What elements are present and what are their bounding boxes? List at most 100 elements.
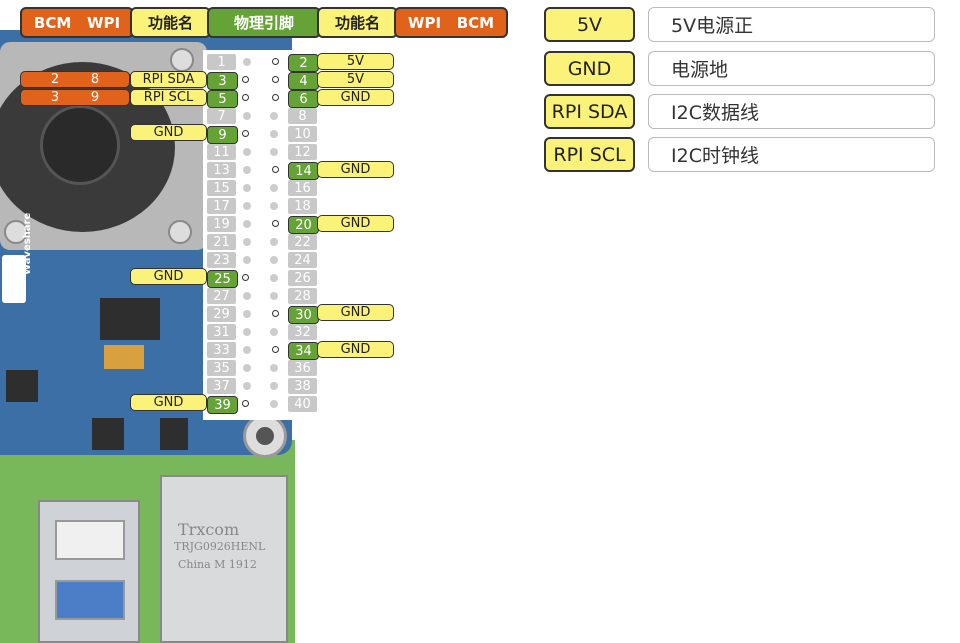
pin-21: 21 (207, 234, 236, 250)
screw (170, 48, 194, 72)
pin-23: 23 (207, 252, 236, 268)
func-pin39: GND (130, 394, 207, 411)
pin-hole-23 (243, 256, 251, 264)
pin-hole-37 (243, 382, 251, 390)
header-func-right: 功能名 (317, 7, 398, 38)
pin-hole-38 (270, 382, 278, 390)
pin-hole-16 (270, 184, 278, 192)
func-pin3: RPI SDA (130, 71, 207, 88)
pin-27: 27 (207, 288, 236, 304)
screw (168, 220, 192, 244)
pin-hole-35 (243, 364, 251, 372)
pin-hole-14 (272, 166, 279, 173)
func-pin25: GND (130, 268, 207, 285)
connector-text-1: Trxcom (178, 520, 240, 539)
pin-hole-10 (270, 130, 278, 138)
pin-1: 1 (207, 54, 236, 70)
pin-hole-32 (270, 328, 278, 336)
pin-19: 19 (207, 216, 236, 232)
pin-hole-40 (270, 400, 278, 408)
connector-text-2: TRJG0926HENL (174, 540, 266, 553)
pin-29: 29 (207, 306, 236, 322)
capacitor (104, 345, 144, 369)
mount-hole-inner (256, 427, 274, 445)
pin-hole-21 (243, 238, 251, 246)
func-pin14: GND (317, 161, 394, 178)
pin-13: 13 (207, 162, 236, 178)
header-physical-pin: 物理引脚 (207, 7, 321, 38)
func-pin20: GND (317, 215, 394, 232)
pin-37: 37 (207, 378, 236, 394)
chip (160, 418, 188, 450)
func-pin5: RPI SCL (130, 89, 207, 106)
pin-hole-24 (270, 256, 278, 264)
pin-hole-19 (243, 220, 251, 228)
pin-28: 28 (288, 288, 317, 304)
pin-hole-30 (272, 310, 279, 317)
pin-hole-15 (243, 184, 251, 192)
pin-40: 40 (288, 396, 317, 412)
pin-hole-1 (243, 58, 251, 66)
pin-hole-8 (270, 112, 278, 120)
pin-hole-9 (242, 130, 249, 137)
pin-22: 22 (288, 234, 317, 250)
pin-14: 14 (288, 162, 319, 180)
pin-hole-34 (272, 346, 279, 353)
pin-hole-22 (270, 238, 278, 246)
connector-text-3: China M 1912 (178, 558, 257, 571)
pin-39: 39 (207, 396, 238, 414)
func-pin6: GND (317, 89, 394, 106)
pin-2: 2 (288, 54, 319, 72)
pin-32: 32 (288, 324, 317, 340)
pin-hole-3 (242, 76, 249, 83)
pin-hole-25 (242, 274, 249, 281)
pin-hole-33 (243, 346, 251, 354)
pin-30: 30 (288, 306, 319, 324)
pin-36: 36 (288, 360, 317, 376)
pin-34: 34 (288, 342, 319, 360)
pin-5: 5 (207, 90, 238, 108)
pin-31: 31 (207, 324, 236, 340)
header-bcm-wpi-left: BCM WPI (20, 7, 134, 38)
legend-key-gnd: GND (544, 51, 635, 86)
func-pin34: GND (317, 341, 394, 358)
pin-hole-2 (272, 58, 279, 65)
pin-12: 12 (288, 144, 317, 160)
legend-key-scl: RPI SCL (544, 137, 635, 172)
pin-6: 6 (288, 90, 319, 108)
pin-35: 35 (207, 360, 236, 376)
pin-hole-29 (243, 310, 251, 318)
pin-hole-17 (243, 202, 251, 210)
pin-hole-6 (272, 94, 279, 101)
pin-7: 7 (207, 108, 236, 124)
pin-hole-7 (243, 112, 251, 120)
func-pin30: GND (317, 304, 394, 321)
pin-15: 15 (207, 180, 236, 196)
wpi-number: 9 (90, 90, 100, 105)
fan-hub (40, 105, 120, 185)
pin-hole-12 (270, 148, 278, 156)
usb-port-slot (55, 520, 125, 560)
usb-port-slot (55, 580, 125, 620)
pin-hole-39 (242, 400, 249, 407)
legend-key-sda: RPI SDA (544, 94, 635, 129)
pin-hole-36 (270, 364, 278, 372)
func-pin9: GND (130, 124, 207, 141)
pin-hole-5 (242, 94, 249, 101)
pin-4: 4 (288, 72, 319, 90)
bcm-number: 2 (50, 72, 60, 87)
pin-hole-18 (270, 202, 278, 210)
pin-hole-28 (270, 292, 278, 300)
bcm-number: 3 (50, 90, 60, 105)
func-pin2: 5V (317, 53, 394, 70)
screw (4, 220, 28, 244)
pin-hole-11 (243, 148, 251, 156)
legend-desc-scl: I2C时钟线 (648, 137, 935, 172)
pin-25: 25 (207, 270, 238, 288)
chip (6, 370, 38, 402)
header-wpi-bcm-right: WPI BCM (394, 7, 508, 38)
pin-10: 10 (288, 126, 317, 142)
brand-logo (2, 255, 26, 303)
